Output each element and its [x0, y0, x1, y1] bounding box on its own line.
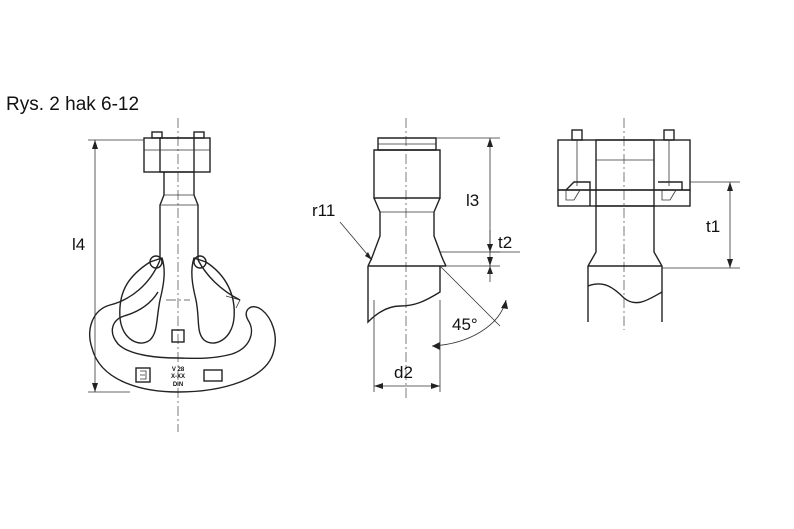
hook-shank: [159, 172, 199, 260]
label-t2: t2: [498, 233, 512, 252]
hook-right-latch: [191, 257, 235, 344]
nut-section-view: t1: [557, 118, 740, 330]
label-l3: l3: [466, 191, 479, 210]
label-d2: d2: [394, 363, 413, 382]
hook-logo-box: [135, 367, 151, 383]
dim-t2: t2: [440, 230, 520, 282]
hook-left-latch: [119, 257, 165, 344]
dim-r11: r11: [312, 201, 373, 261]
shank-view: l3 t2 r11 45°: [312, 118, 520, 400]
hook-view: V 28 X-XX DIN l4: [72, 118, 276, 432]
label-t1: t1: [706, 217, 720, 236]
dim-t1: t1: [662, 181, 740, 269]
hook-marking-2: X-XX: [171, 374, 185, 380]
figure-title: Rys. 2 hak 6-12: [6, 94, 140, 115]
hook-plate: [203, 369, 223, 382]
dim-d2: d2: [373, 300, 441, 392]
hook-nut: [143, 131, 211, 173]
label-l4: l4: [72, 235, 85, 254]
dim-angle: 45°: [431, 265, 508, 350]
hook-square-mark: [171, 329, 185, 343]
hook-body: [89, 259, 276, 393]
label-r11: r11: [312, 201, 335, 220]
hook-marking-1: V 28: [172, 367, 185, 373]
hook-marking-3: DIN: [173, 382, 183, 388]
dim-l4: l4: [72, 139, 144, 393]
label-angle: 45°: [452, 315, 478, 334]
